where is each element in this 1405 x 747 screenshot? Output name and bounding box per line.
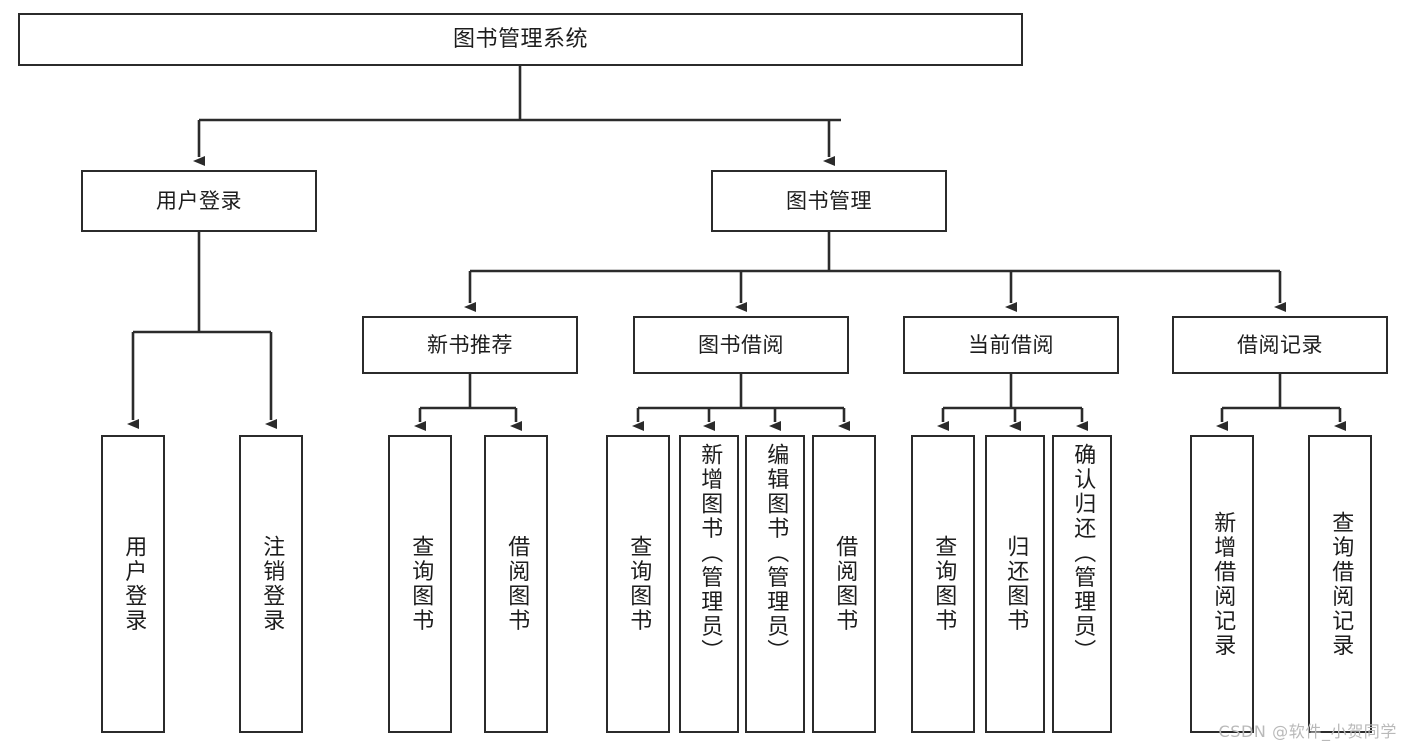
node-borrow-record-label: 借阅记录 bbox=[1237, 332, 1323, 357]
leaf-add-book[interactable]: 新增图书（管理员） bbox=[679, 435, 739, 733]
leaf-user-login[interactable]: 用户登录 bbox=[101, 435, 165, 733]
leaf-confirm-return-label: 确认归还（管理员） bbox=[1070, 443, 1096, 664]
leaf-add-record[interactable]: 新增借阅记录 bbox=[1190, 435, 1254, 733]
leaf-confirm-return[interactable]: 确认归还（管理员） bbox=[1052, 435, 1112, 733]
leaf-user-logout[interactable]: 注销登录 bbox=[239, 435, 303, 733]
node-book-manage[interactable]: 图书管理 bbox=[711, 170, 947, 232]
leaf-query-book-2-label: 查询图书 bbox=[626, 535, 652, 633]
leaf-user-login-label: 用户登录 bbox=[121, 535, 147, 633]
node-root-label: 图书管理系统 bbox=[452, 26, 588, 52]
node-book-borrow[interactable]: 图书借阅 bbox=[633, 316, 849, 374]
leaf-query-record-label: 查询借阅记录 bbox=[1328, 510, 1354, 658]
leaf-query-book-2[interactable]: 查询图书 bbox=[606, 435, 670, 733]
leaf-query-book-3-label: 查询图书 bbox=[931, 535, 957, 633]
node-borrow-record[interactable]: 借阅记录 bbox=[1172, 316, 1388, 374]
leaf-query-book-1[interactable]: 查询图书 bbox=[388, 435, 452, 733]
leaf-add-record-label: 新增借阅记录 bbox=[1210, 510, 1236, 658]
leaf-query-book-1-label: 查询图书 bbox=[408, 535, 434, 633]
leaf-user-logout-label: 注销登录 bbox=[259, 535, 285, 633]
leaf-add-book-label: 新增图书（管理员） bbox=[697, 443, 723, 664]
leaf-edit-book[interactable]: 编辑图书（管理员） bbox=[745, 435, 805, 733]
node-new-book-rec[interactable]: 新书推荐 bbox=[362, 316, 578, 374]
leaf-return-book[interactable]: 归还图书 bbox=[985, 435, 1045, 733]
node-book-manage-label: 图书管理 bbox=[786, 188, 872, 213]
node-current-borrow[interactable]: 当前借阅 bbox=[903, 316, 1119, 374]
leaf-borrow-book-1[interactable]: 借阅图书 bbox=[484, 435, 548, 733]
leaf-borrow-book-1-label: 借阅图书 bbox=[504, 535, 530, 633]
leaf-return-book-label: 归还图书 bbox=[1003, 535, 1029, 633]
leaf-borrow-book-2-label: 借阅图书 bbox=[832, 535, 858, 633]
watermark: CSDN @软件_小贺同学 bbox=[1218, 722, 1397, 741]
node-user-login[interactable]: 用户登录 bbox=[81, 170, 317, 232]
node-current-borrow-label: 当前借阅 bbox=[968, 332, 1054, 357]
node-new-book-rec-label: 新书推荐 bbox=[427, 332, 513, 357]
leaf-query-record[interactable]: 查询借阅记录 bbox=[1308, 435, 1372, 733]
node-book-borrow-label: 图书借阅 bbox=[698, 332, 784, 357]
leaf-query-book-3[interactable]: 查询图书 bbox=[911, 435, 975, 733]
leaf-edit-book-label: 编辑图书（管理员） bbox=[763, 443, 789, 664]
node-root[interactable]: 图书管理系统 bbox=[18, 13, 1023, 66]
node-user-login-label: 用户登录 bbox=[156, 188, 242, 213]
leaf-borrow-book-2[interactable]: 借阅图书 bbox=[812, 435, 876, 733]
